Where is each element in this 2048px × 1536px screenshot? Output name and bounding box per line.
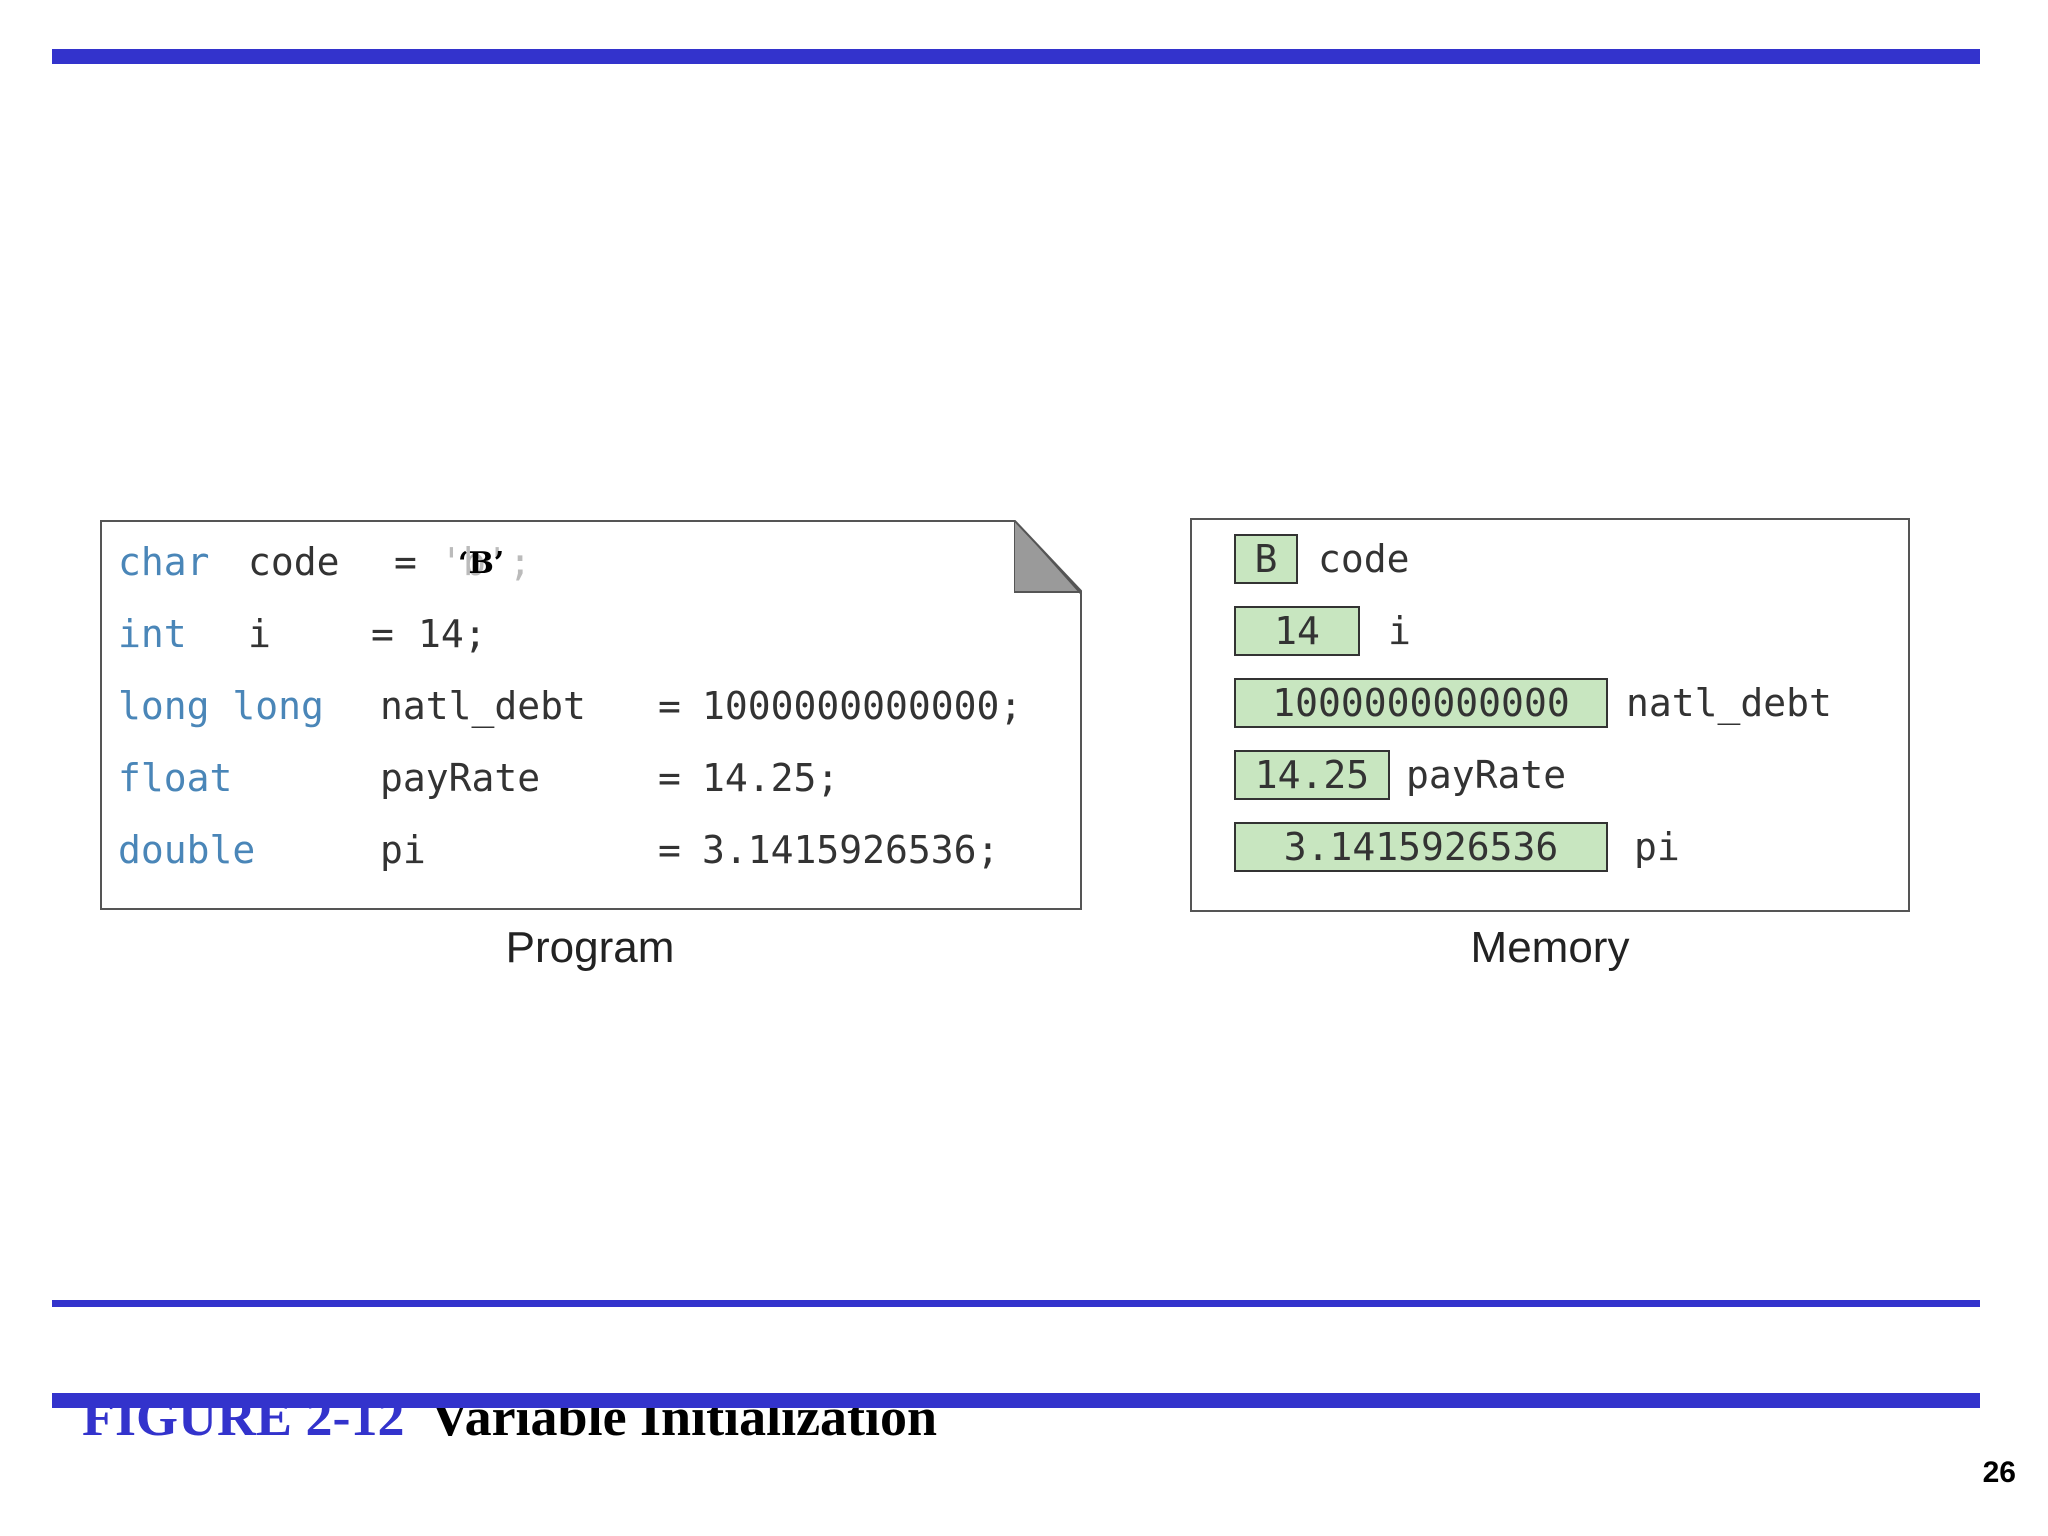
code-equals: = bbox=[658, 756, 681, 800]
code-type: char bbox=[118, 540, 210, 584]
code-line-double: double pi = 3.1415926536; bbox=[118, 822, 1018, 878]
code-value: 14; bbox=[418, 612, 487, 656]
code-var-name: pi bbox=[380, 828, 426, 872]
code-line-long-long: long long natl_debt = 1000000000000; bbox=[118, 678, 1078, 734]
code-value: 14.25; bbox=[702, 756, 840, 800]
memory-cell-name: payRate bbox=[1406, 753, 1567, 797]
program-panel-top-edge bbox=[100, 520, 1014, 522]
memory-cell-value: 14.25 bbox=[1234, 750, 1390, 800]
memory-panel: B code 14 i 1000000000000 natl_debt 14.2… bbox=[1190, 518, 1910, 912]
memory-cell-name: code bbox=[1318, 537, 1410, 581]
code-equals: = bbox=[394, 540, 417, 584]
code-equals: = bbox=[658, 684, 681, 728]
code-type: long long bbox=[118, 684, 324, 728]
program-panel: char code = 'b'; ‘B’ int i = 14; long lo… bbox=[100, 520, 1082, 910]
program-label: Program bbox=[505, 923, 675, 972]
code-var-name: natl_debt bbox=[380, 684, 586, 728]
code-equals: = bbox=[371, 612, 394, 656]
figure-caption: FIGURE 2-12 Variable Initialization bbox=[55, 1312, 937, 1447]
char-literal-overlay: ‘B’ bbox=[458, 546, 505, 581]
page-number: 26 bbox=[1982, 1456, 2016, 1489]
page-fold-icon bbox=[1014, 520, 1082, 594]
code-var-name: i bbox=[248, 612, 271, 656]
code-value: 1000000000000; bbox=[702, 684, 1023, 728]
code-line-int: int i = 14; bbox=[118, 606, 1018, 662]
memory-cell-name: i bbox=[1388, 609, 1411, 653]
caption-top-rule bbox=[52, 1300, 1980, 1307]
memory-label: Memory bbox=[1470, 923, 1630, 972]
memory-cell-value: 1000000000000 bbox=[1234, 678, 1608, 728]
memory-cell-value: 3.1415926536 bbox=[1234, 822, 1608, 872]
code-var-name: payRate bbox=[380, 756, 541, 800]
code-type: double bbox=[118, 828, 256, 872]
code-type: float bbox=[118, 756, 233, 800]
memory-cell-value: 14 bbox=[1234, 606, 1360, 656]
code-line-char: char code = 'b'; ‘B’ bbox=[118, 534, 1018, 590]
code-value: 3.1415926536; bbox=[702, 828, 1000, 872]
memory-cell-name: pi bbox=[1634, 825, 1680, 869]
caption-bottom-rule bbox=[52, 1393, 1980, 1408]
code-line-float: float payRate = 14.25; bbox=[118, 750, 1018, 806]
top-rule bbox=[52, 49, 1980, 64]
code-type: int bbox=[118, 612, 187, 656]
code-equals: = bbox=[658, 828, 681, 872]
code-var-name: code bbox=[248, 540, 340, 584]
code-value: 'b'; bbox=[440, 540, 532, 584]
memory-cell-value: B bbox=[1234, 534, 1298, 584]
memory-cell-name: natl_debt bbox=[1626, 681, 1832, 725]
program-panel-right-edge bbox=[1080, 592, 1082, 910]
